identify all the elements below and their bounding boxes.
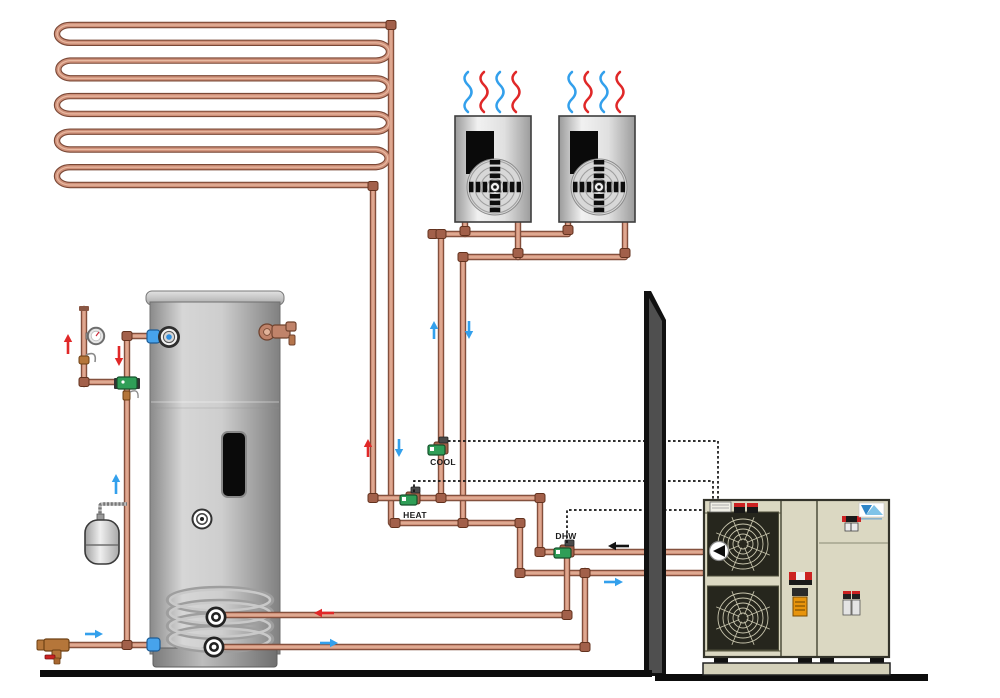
pipe-fitting [385, 20, 397, 30]
pipe-end-cap [79, 306, 89, 311]
heat-zone-valve [399, 486, 421, 506]
pipe-fitting [389, 518, 401, 528]
wall [644, 291, 666, 676]
pipe-fitting [514, 518, 526, 528]
heat-wave-icon [567, 70, 577, 114]
pipe-fitting [579, 568, 591, 578]
radiant-floor-loop [53, 21, 395, 527]
pipe-fitting [457, 252, 469, 262]
heat-signal-wire [413, 480, 714, 499]
expansion-tank [84, 502, 127, 565]
hot-down-arrow [114, 346, 124, 366]
left-plumbing-assembly [36, 306, 140, 665]
zone-valves [399, 436, 575, 559]
tank-sight-window [221, 431, 247, 498]
heat-wave-icon [495, 70, 505, 114]
heat-pump-foot [870, 655, 884, 664]
tank-coil-port-hot [205, 606, 227, 628]
dhw-valve-label: DHW [555, 531, 577, 541]
heat-wave-icon [615, 70, 625, 114]
hot-left-arrow [314, 608, 334, 618]
daikin-logo [858, 502, 885, 520]
pipe-fitting [435, 493, 447, 503]
pipe-fitting [512, 248, 524, 258]
black-left-arrow [608, 541, 629, 551]
heat-pump-outdoor-unit [702, 498, 891, 676]
fan-coil-unit-2 [558, 115, 636, 223]
pipe-fitting [579, 642, 591, 652]
heat-wave-icon [511, 70, 521, 114]
heat-valve-label: HEAT [403, 510, 427, 520]
heat-wave-icon [599, 70, 609, 114]
temperature-gauge [85, 326, 106, 346]
heat-pump-stickers [709, 501, 861, 617]
boiler-drain-valve [36, 638, 70, 665]
fan-coil-return-manifold [459, 218, 629, 527]
hose-bib-valve [78, 352, 97, 365]
check-valve [114, 376, 140, 401]
fan-coil-unit-1 [454, 115, 532, 223]
heat-wave-icon [479, 70, 489, 114]
cool-zone-valve [427, 436, 449, 456]
pipe-fitting [367, 181, 379, 191]
pipe-fitting [457, 518, 469, 528]
dhw-signal-wire [566, 509, 703, 543]
pipe-fitting [121, 331, 133, 341]
pipe-fitting [121, 640, 133, 650]
heat-wave-icon [583, 70, 593, 114]
tank-relief-valve [258, 321, 297, 346]
heat-pump-foot [820, 655, 834, 664]
pipe-fitting [534, 547, 546, 557]
pipe-fitting [619, 248, 631, 258]
pipe-fitting [78, 377, 90, 387]
heat-pump-base [702, 662, 891, 676]
pipe-fitting [562, 225, 574, 235]
heat-wave-icon [463, 70, 473, 114]
cold-up-arrow [429, 321, 439, 339]
indoor-floor-line [40, 670, 652, 677]
pipe-fitting [514, 568, 526, 578]
fan-coil-units [454, 115, 636, 223]
tank-ports [146, 321, 297, 658]
hot-up-arrow [63, 334, 73, 354]
tank-port-middle [191, 508, 213, 530]
pipe-fitting [459, 226, 471, 236]
control-signal-wires [413, 440, 719, 543]
outdoor-ground-line [655, 674, 928, 681]
tank-port-top-left [146, 326, 180, 348]
fan-coil-supply-manifold [429, 218, 572, 238]
dhw-zone-valve [553, 539, 575, 559]
cold-right-arrow [85, 629, 103, 639]
tank-bottom-inlet-fitting [146, 637, 161, 652]
cool-valve-label: COOL [430, 457, 456, 467]
pipe-fitting [435, 229, 447, 239]
pipe-fittings [78, 20, 631, 652]
supply-main-from-heat-pump [369, 494, 706, 556]
cold-down-arrow [394, 439, 404, 457]
cool-signal-wire [448, 440, 719, 499]
heat-pump-foot [798, 655, 812, 664]
heat-wave-icons [463, 70, 625, 114]
pipe-fitting [534, 493, 546, 503]
cold-right-arrow [320, 638, 338, 648]
heat-pump-fan-grille [707, 585, 779, 651]
cold-down-arrow [464, 321, 474, 339]
pump-badge-icon [708, 540, 730, 562]
pipe-fitting [367, 493, 379, 503]
cold-up-arrow [111, 474, 121, 494]
pipe-fitting [561, 610, 573, 620]
hot-up-arrow [363, 439, 373, 457]
cold-right-arrow [604, 577, 623, 587]
tank-coil-port-cold [203, 636, 225, 658]
heat-pump-foot [714, 655, 728, 664]
flow-arrows [63, 321, 629, 648]
